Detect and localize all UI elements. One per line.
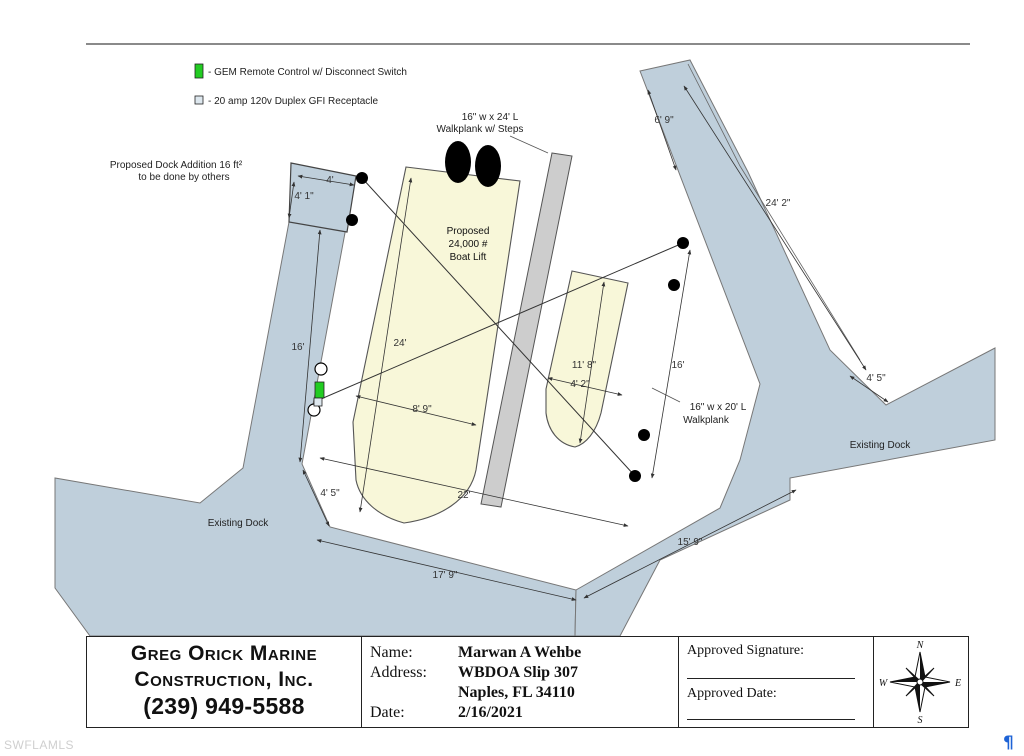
gem-remote-control-icon — [314, 381, 325, 399]
dim-right-span: 16' — [671, 360, 684, 371]
compass-w: W — [879, 678, 889, 689]
approved-date-line — [687, 719, 855, 720]
dim-addition-length: 4' 1" — [294, 191, 314, 202]
company-name-line-1: Greg Orick Marine — [130, 642, 318, 665]
address-line-2: Naples, FL 34110 — [458, 684, 575, 701]
dim-width-22: 22' — [457, 490, 470, 501]
address-label: Address: — [370, 664, 427, 681]
boat-small-hull — [545, 270, 629, 448]
drawing-date: 2/16/2021 — [458, 704, 523, 721]
dim-boat-length: 24' — [393, 338, 406, 349]
signature-line — [687, 678, 855, 679]
existing-dock-right-label: Existing Dock — [850, 440, 912, 451]
dim-left-dock: 16' — [291, 342, 304, 353]
mls-watermark: SWFLAMLS — [4, 738, 75, 752]
approval-box: Approved Signature: Approved Date: — [678, 636, 874, 728]
compass-n: N — [916, 640, 925, 651]
dim-small-boat-beam: 4' 2" — [570, 379, 590, 390]
legend-receptacle-label: - 20 amp 120v Duplex GFI Receptacle — [208, 96, 379, 107]
pilcrow-icon[interactable]: ¶ — [1003, 733, 1014, 753]
dim-top-right-long: 24' 2" — [766, 198, 791, 209]
compass-rose-icon: N S E W — [879, 640, 961, 726]
address-line-1: WBDOA Slip 307 — [458, 664, 579, 681]
dim-bottom-right: 15' 9" — [678, 537, 703, 548]
walkplank-desc-label: Walkplank w/ Steps — [437, 124, 524, 135]
dock-addition-note-label: to be done by others — [138, 172, 229, 183]
existing-dock-right — [574, 59, 996, 636]
dim-corner-right: 4' 5" — [866, 373, 886, 384]
compass-box: N S E W — [873, 636, 969, 728]
dimension-lines — [287, 85, 889, 601]
dim-top-right-short: 6' 9" — [654, 115, 674, 126]
compass-e: E — [954, 678, 961, 689]
date-label: Date: — [370, 704, 405, 721]
name-label: Name: — [370, 644, 413, 661]
dim-small-boat-length: 11' 8" — [572, 360, 597, 371]
dock-addition-label: Proposed Dock Addition 16 ft² — [110, 160, 243, 171]
piling-icon — [356, 172, 368, 184]
legend-remote-icon — [194, 63, 204, 79]
client-info-box: Name: Marwan A Wehbe Address: WBDOA Slip… — [361, 636, 679, 728]
approved-signature-label: Approved Signature: — [687, 643, 805, 658]
motor-right-icon — [475, 145, 501, 187]
piling-icon — [346, 214, 358, 226]
approved-date-label: Approved Date: — [687, 686, 777, 701]
boat-lift-label-1: Proposed — [447, 226, 490, 237]
walkplank-size-label: 16" w x 24' L — [462, 112, 519, 123]
company-box: Greg Orick Marine Construction, Inc. (23… — [86, 636, 362, 728]
boat-lift-label-2: 24,000 # — [449, 239, 488, 250]
piling-icon — [629, 470, 641, 482]
gfi-receptacle-icon — [313, 397, 323, 407]
legend-remote-label: - GEM Remote Control w/ Disconnect Switc… — [208, 67, 407, 78]
piling-icon — [638, 429, 650, 441]
leader-line — [509, 135, 549, 154]
piling-open-icon — [314, 362, 328, 376]
dim-addition-width: 4' — [326, 175, 334, 186]
client-name: Marwan A Wehbe — [458, 644, 582, 661]
compass-s: S — [918, 715, 923, 726]
dim-bottom-left: 17' 9" — [433, 570, 458, 581]
dock-plan-drawing: - GEM Remote Control w/ Disconnect Switc… — [54, 43, 996, 636]
dim-boat-beam: 8' 9" — [412, 404, 432, 415]
dim-corner-left: 4' 5" — [320, 488, 340, 499]
piling-icon — [668, 279, 680, 291]
company-name-line-2: Construction, Inc. — [134, 668, 314, 691]
piling-icon — [677, 237, 689, 249]
legend-receptacle-icon — [194, 95, 204, 105]
walkplank-right-desc-label: Walkplank — [683, 415, 730, 426]
motor-left-icon — [445, 141, 471, 183]
company-phone: (239) 949-5588 — [143, 693, 305, 719]
boat-lift-label-3: Boat Lift — [450, 252, 487, 263]
existing-dock-left-label: Existing Dock — [208, 518, 270, 529]
walkplank-right-size-label: 16" w x 20' L — [690, 402, 747, 413]
